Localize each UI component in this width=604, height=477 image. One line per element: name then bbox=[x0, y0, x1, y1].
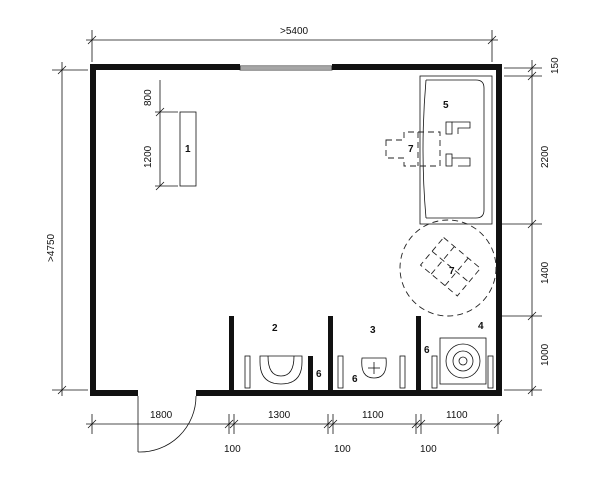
item-1-table: 1 bbox=[179, 111, 197, 187]
dim-top: >5400 bbox=[86, 26, 498, 62]
item-7b-zone: 7 bbox=[399, 219, 497, 317]
inner-dimension: 800 1200 bbox=[143, 80, 178, 191]
wall-top-right bbox=[332, 64, 502, 70]
dim-right-150: 150 bbox=[550, 57, 561, 74]
dim-right: 150 2200 1400 1000 bbox=[500, 57, 561, 396]
partitions bbox=[229, 316, 421, 390]
wall-left bbox=[90, 64, 96, 396]
dim-left-overall: >4750 bbox=[46, 233, 57, 262]
dim-bottom-1100-a: 1100 bbox=[362, 410, 384, 421]
label-item-3: 3 bbox=[370, 325, 376, 336]
short-divider-2 bbox=[308, 356, 313, 390]
dim-bottom: 1800 1300 1100 1100 100 100 100 bbox=[86, 410, 503, 455]
label-item-5: 5 bbox=[443, 100, 449, 111]
label-item-6c: 6 bbox=[424, 345, 430, 356]
item-7a-chair: 7 bbox=[385, 131, 441, 167]
dim-top-overall: >5400 bbox=[280, 26, 309, 37]
label-item-2: 2 bbox=[272, 323, 278, 334]
wall-bottom-left bbox=[90, 390, 138, 396]
wall-bottom-right bbox=[196, 390, 502, 396]
booth-4: 4 6 bbox=[424, 321, 494, 389]
partition-1 bbox=[229, 316, 234, 390]
dim-bottom-100-a: 100 bbox=[224, 444, 241, 455]
partition-3 bbox=[416, 316, 421, 390]
booth-3: 3 6 bbox=[337, 325, 406, 389]
label-item-1: 1 bbox=[185, 144, 191, 155]
dim-bottom-100-c: 100 bbox=[420, 444, 437, 455]
booth-2: 2 6 bbox=[244, 323, 322, 389]
label-item-7a: 7 bbox=[408, 144, 414, 155]
label-item-7b: 7 bbox=[449, 266, 455, 277]
partition-2 bbox=[328, 316, 333, 390]
dim-inner-800: 800 bbox=[143, 89, 154, 106]
label-item-4: 4 bbox=[478, 321, 484, 332]
outer-walls bbox=[90, 64, 502, 396]
dim-left: >4750 bbox=[46, 62, 88, 396]
dim-right-1000: 1000 bbox=[540, 343, 551, 366]
dim-right-2200: 2200 bbox=[540, 145, 551, 168]
label-item-6b: 6 bbox=[352, 374, 358, 385]
dim-bottom-1800: 1800 bbox=[150, 410, 173, 421]
wall-top-left bbox=[90, 64, 240, 70]
dim-inner-1200: 1200 bbox=[143, 145, 154, 168]
label-item-6a: 6 bbox=[316, 369, 322, 380]
dim-bottom-100-b: 100 bbox=[334, 444, 351, 455]
dim-right-1400: 1400 bbox=[540, 261, 551, 284]
wall-right bbox=[496, 64, 502, 396]
item-5-bathtub: 5 bbox=[419, 75, 493, 225]
window-top bbox=[239, 65, 333, 71]
dim-bottom-1300: 1300 bbox=[268, 410, 291, 421]
dim-bottom-1100-b: 1100 bbox=[446, 410, 468, 421]
